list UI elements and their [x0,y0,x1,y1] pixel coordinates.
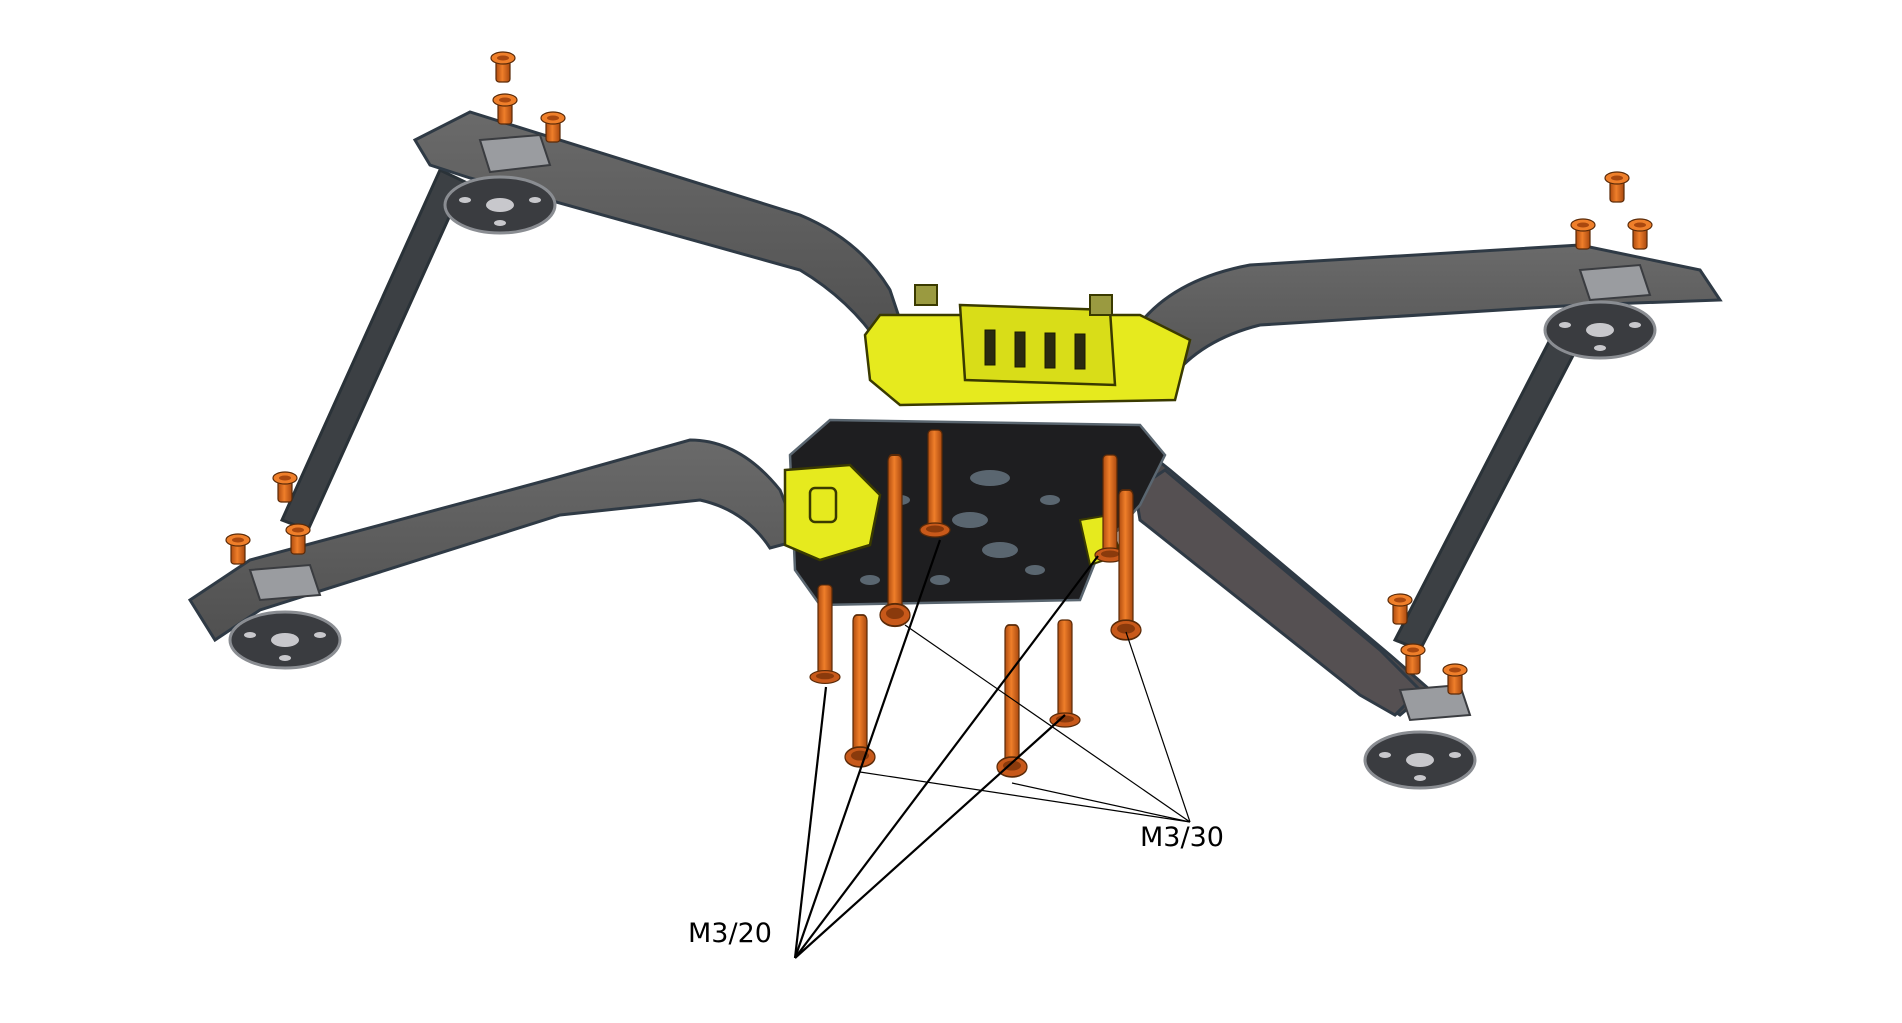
side-part-slot [808,486,838,524]
canopy-nut-left [914,284,938,306]
side-printed-part [783,463,882,562]
canopy-vents [984,329,1086,370]
callout-label-m3-20: M3/20 [688,918,772,949]
canopy-front-face [958,303,1117,387]
screw-icon [490,51,516,83]
leader-lines-m3-20 [793,539,1099,959]
leader-lines-m3-30 [859,624,1191,823]
arm-bottom-left [187,438,803,643]
screw-icon [1049,619,1081,728]
motor-mount-icon [228,610,342,670]
motor-mount-icon [1363,730,1477,790]
arm-bottom-right [1133,468,1423,717]
callout-label-m3-30: M3/30 [1140,822,1224,853]
side-bar-left [279,167,467,532]
canopy-nut-right [1089,294,1113,316]
screw-icon [844,614,876,768]
screw-icon [1627,218,1653,250]
motor-mount-icon [443,175,557,235]
arm-top-right [1133,243,1723,398]
plate-holes [860,470,1060,585]
screw-icon [1604,171,1630,203]
screw-icon [225,533,251,565]
side-bar-right [1392,328,1583,652]
motor-mount-icon [1543,300,1657,360]
